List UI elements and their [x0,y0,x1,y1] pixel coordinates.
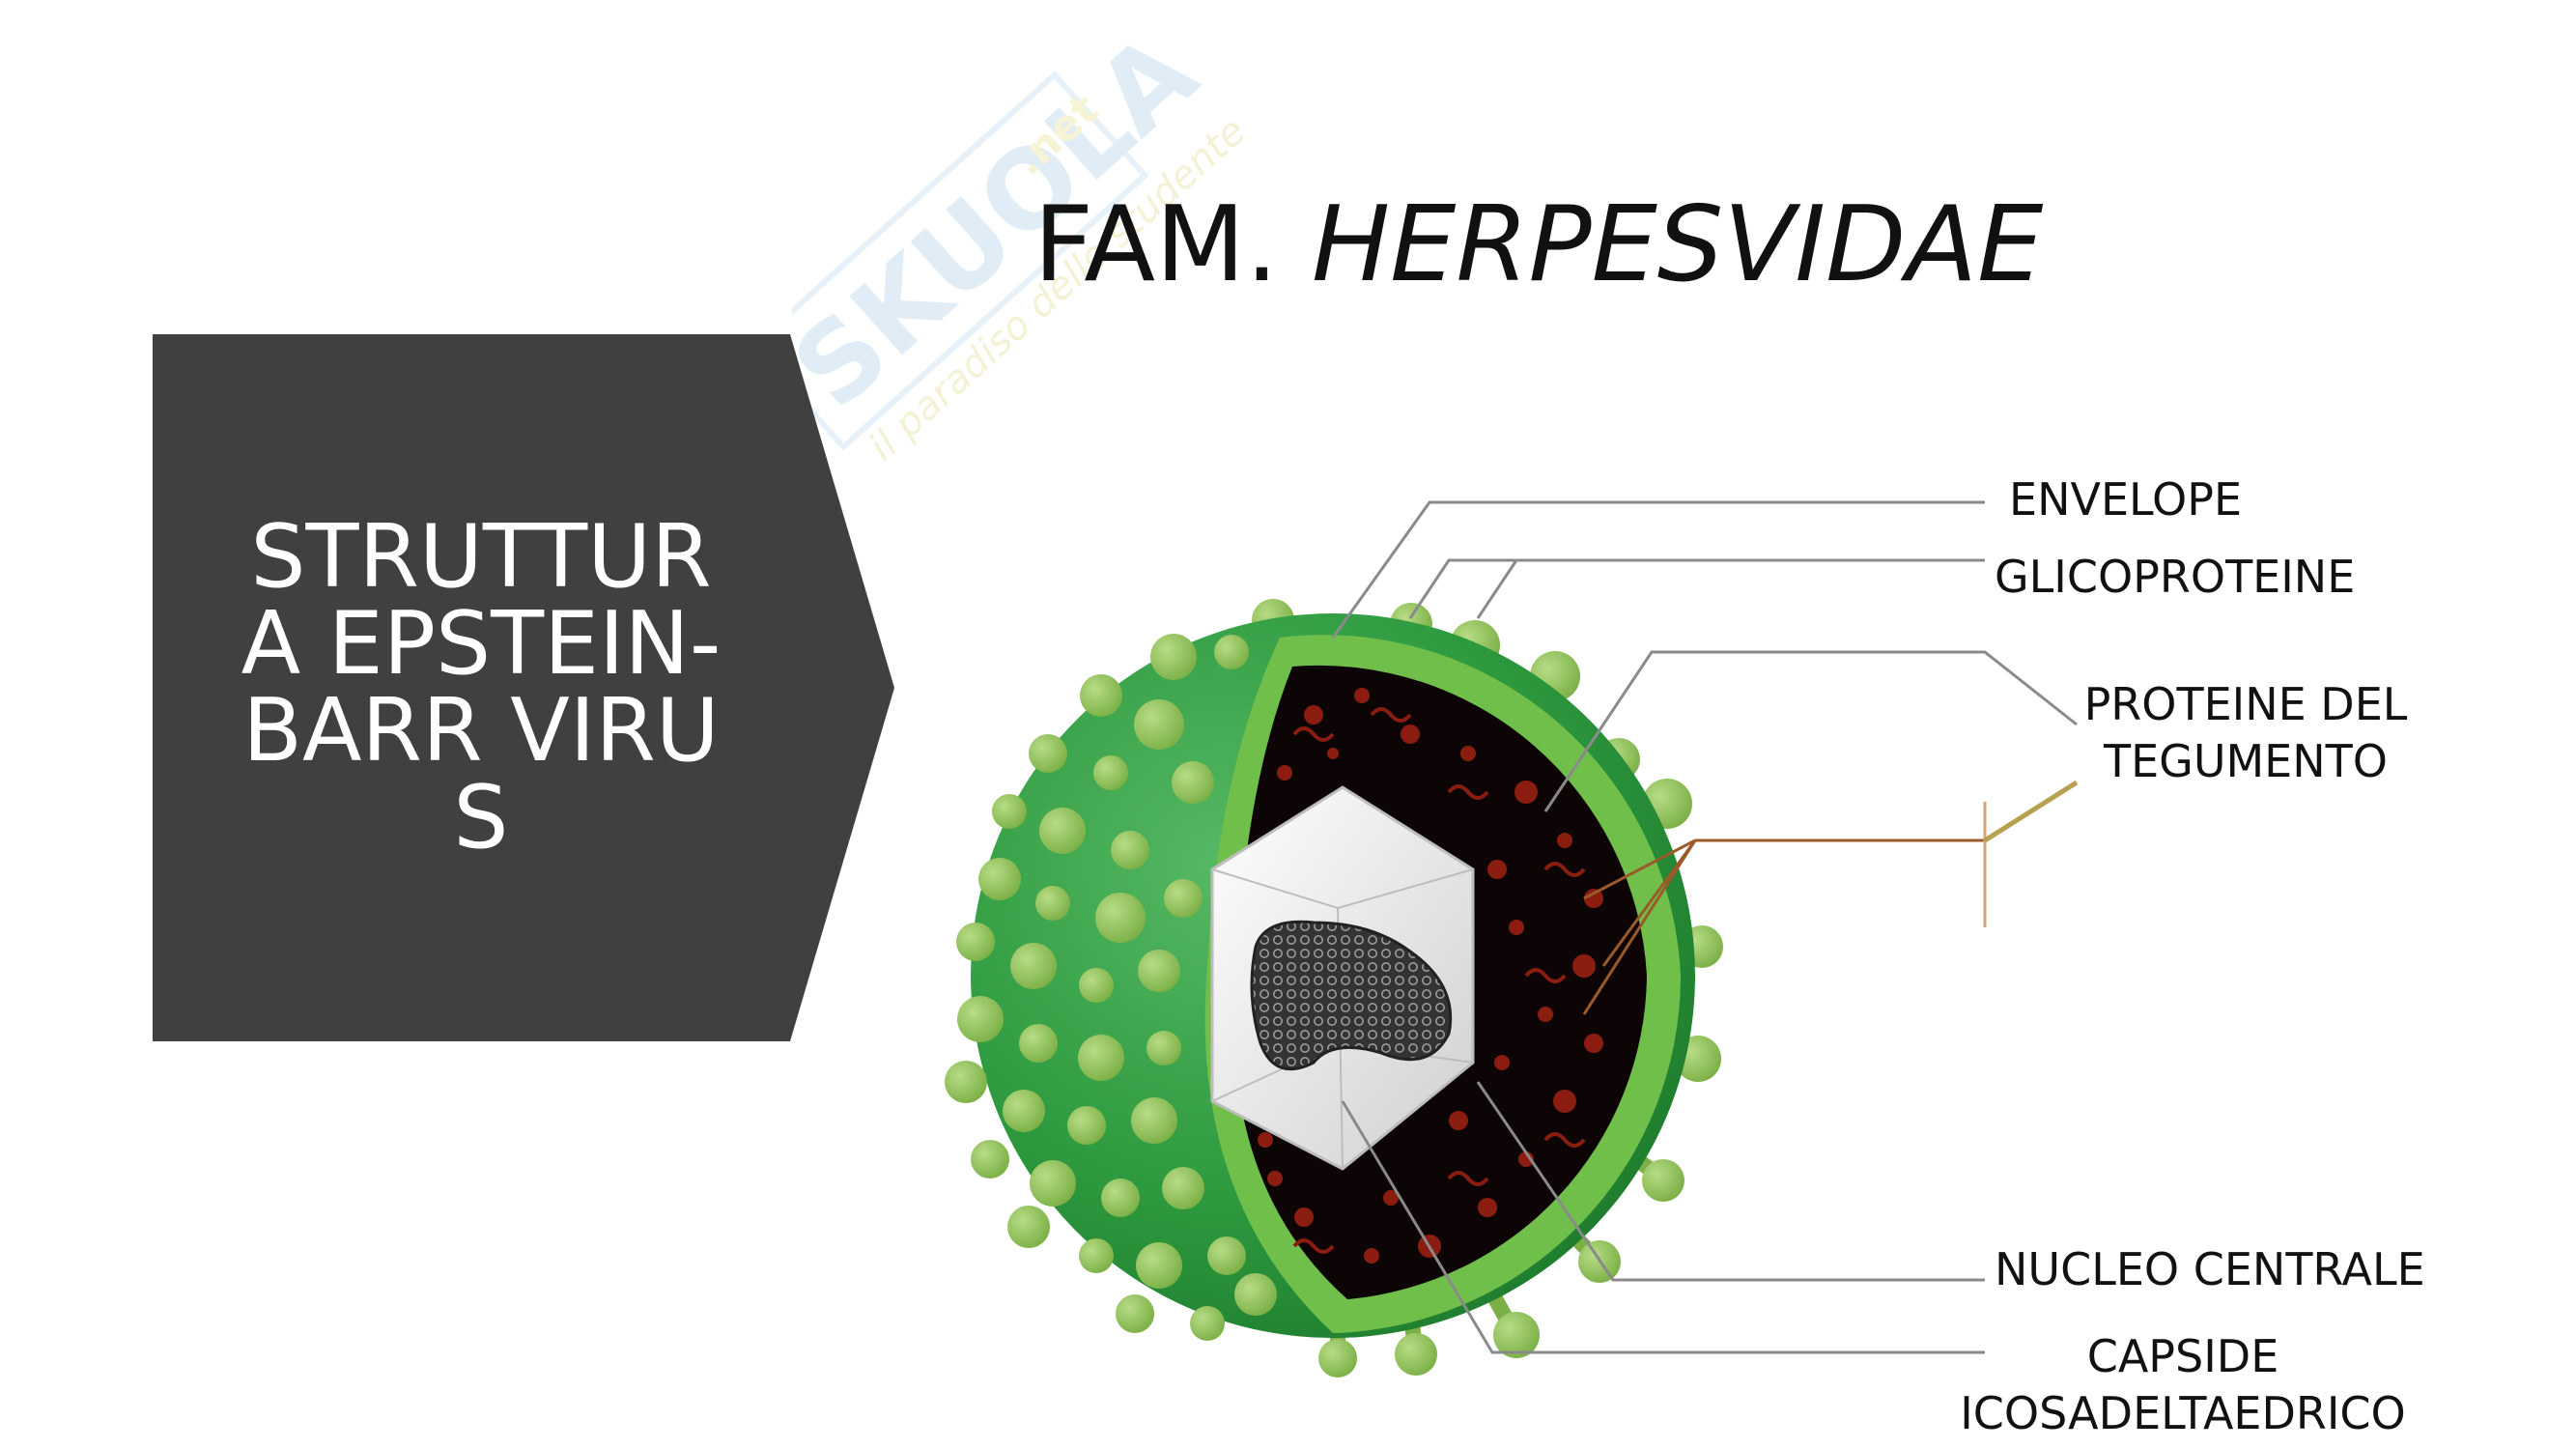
label-proteine-line2: TEGUMENTO [2067,733,2424,790]
label-glicoproteine: GLICOPROTEINE [1995,549,2355,606]
label-envelope: ENVELOPE [2009,471,2242,528]
label-capside-line2: ICOSADELTAEDRICO [1937,1385,2429,1442]
label-proteine-line1: PROTEINE DEL [2067,676,2424,733]
label-capside-line1: CAPSIDE [1937,1328,2429,1385]
label-proteine-tegumento: PROTEINE DEL TEGUMENTO [2067,676,2424,790]
label-nucleo-centrale: NUCLEO CENTRALE [1995,1241,2425,1298]
cutaway-section [1205,635,1681,1333]
label-capside: CAPSIDE ICOSADELTAEDRICO [1937,1328,2429,1442]
